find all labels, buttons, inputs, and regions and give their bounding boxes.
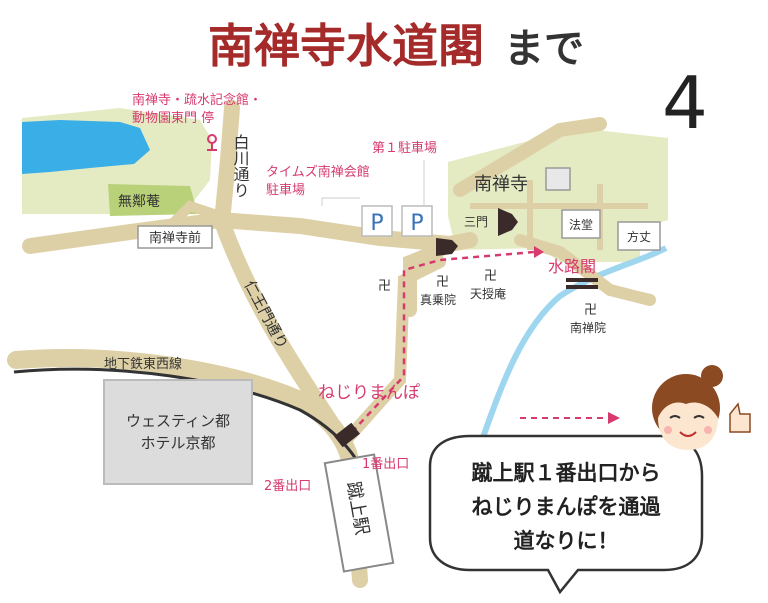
entrance-gate-icon	[436, 238, 458, 256]
bus-stop-label-2: 動物園東門 停	[132, 110, 214, 126]
direction-arrowhead	[608, 412, 620, 424]
parking-p-1: P	[370, 211, 383, 236]
speech-bubble	[428, 434, 704, 595]
canal-stream	[479, 245, 668, 442]
bus-stop-pole	[207, 143, 217, 151]
hatto-box	[561, 209, 601, 239]
road-north-branch	[453, 117, 607, 197]
bus-stop-label-1: 南禅寺・疏水記念館・	[132, 92, 262, 108]
exit2-label: 2番出口	[264, 479, 311, 494]
parking-1-label: 第１駐車場	[372, 141, 437, 156]
road-to-nanzenji	[403, 243, 447, 317]
parking-leader	[321, 160, 425, 206]
page-number: 4	[662, 61, 708, 145]
nejiri-label: ねじりまんぽ	[318, 383, 420, 403]
westin-building	[103, 379, 253, 485]
hatto-label: 法堂	[569, 218, 593, 232]
mujoan-garden	[108, 184, 198, 216]
nanzenji-label: 南禅寺	[474, 174, 528, 195]
nanzenji-mae-label: 南禅寺前	[149, 230, 201, 246]
guide-character-icon	[652, 365, 723, 450]
nanzenji-mae-box	[137, 225, 213, 249]
bubble-line-3: 道なりに！	[514, 529, 619, 553]
parking-p-2: P	[410, 211, 423, 236]
map-title: 南禅寺水道閣	[208, 19, 484, 73]
temple-mark-1: 卍	[378, 279, 391, 294]
nanzenji-marker	[545, 167, 571, 191]
map-title-suffix: まで	[504, 25, 584, 72]
parking-sign-2	[401, 205, 433, 237]
sanmon-label: 三門	[464, 215, 488, 229]
shinjoin-label: 真乗院	[420, 293, 456, 307]
temple-mark-nanzenin: 卍	[584, 303, 597, 318]
parking-sign-1	[361, 205, 393, 237]
road-grounds-east	[514, 234, 656, 306]
thumbs-up-icon	[729, 402, 751, 433]
suirokaku-bridge	[566, 278, 598, 282]
canal-pond	[22, 120, 150, 174]
niomon-label: 仁王門通り	[241, 277, 292, 352]
hojo-label: 方丈	[627, 229, 651, 244]
suirokaku-label: 水路閣	[548, 257, 596, 276]
subway-line	[13, 367, 376, 497]
subway-label: 地下鉄東西線	[104, 356, 182, 372]
hojo-box	[617, 221, 661, 251]
westin-label-2: ホテル京都	[140, 434, 215, 452]
road-shirakawa	[214, 100, 240, 230]
route-arrowhead	[534, 246, 544, 258]
keage-station	[323, 453, 395, 573]
temple-mark-tenjuan: 卍	[484, 269, 497, 284]
road-pink-path-bed	[344, 256, 446, 442]
sanmon-gate-icon	[498, 208, 518, 236]
nanzenin-label: 南禅院	[570, 320, 606, 335]
mujoan-label: 無鄰菴	[118, 194, 160, 210]
suirokaku-bridge-2	[566, 285, 598, 289]
tenjuan-label: 天授庵	[470, 286, 506, 301]
times-parking-label-2: 駐車場	[266, 183, 305, 198]
exit1-label: 1番出口	[362, 457, 409, 472]
westin-label-1: ウェスティン都	[126, 412, 230, 430]
temple-mark-shinjoin: 卍	[436, 275, 449, 290]
bubble-line-1: 蹴上駅１番出口から	[472, 461, 661, 485]
shirakawa-label: 白川通り	[231, 134, 250, 198]
bubble-line-2: ねじりまんぽを通過	[472, 495, 662, 519]
nejiri-tunnel	[334, 422, 360, 448]
times-parking-label-1: タイムズ南禅会館	[266, 164, 370, 180]
